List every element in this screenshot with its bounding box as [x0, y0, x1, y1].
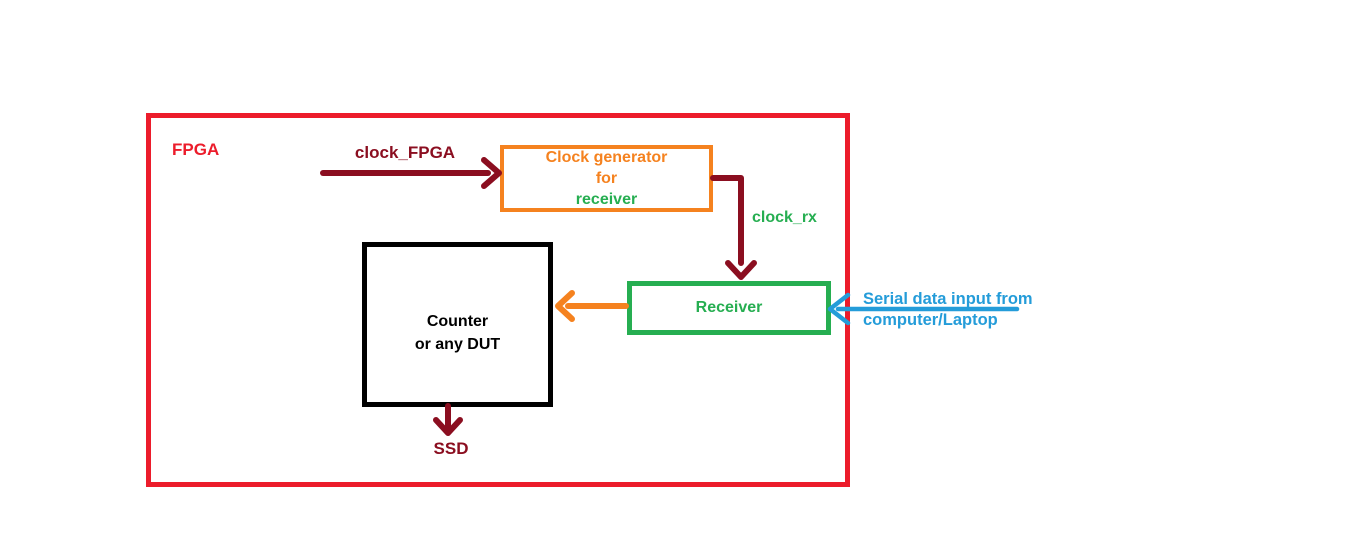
- clock-generator-block: Clock generator for receiver: [500, 145, 713, 212]
- serial-input-line1: Serial data input from: [863, 290, 1033, 308]
- serial-input-label: Serial data input from computer/Laptop: [863, 289, 1033, 331]
- clock-fpga-signal-label: clock_FPGA: [354, 143, 456, 162]
- ssd-label: SSD: [433, 439, 469, 458]
- serial-input-line2: computer/Laptop: [863, 311, 998, 329]
- clock-rx-signal-label: clock_rx: [752, 209, 817, 226]
- receiver-block: Receiver: [627, 281, 831, 335]
- receiver-label: Receiver: [695, 299, 763, 316]
- counter-line1: Counter: [426, 312, 489, 330]
- clock-generator-line2: for: [595, 170, 618, 187]
- clock-generator-line3: receiver: [575, 191, 638, 208]
- counter-line2: or any DUT: [414, 335, 501, 353]
- fpga-label: FPGA: [172, 140, 220, 159]
- counter-block: Counter or any DUT: [362, 242, 553, 407]
- clock-generator-line1: Clock generator: [545, 149, 668, 166]
